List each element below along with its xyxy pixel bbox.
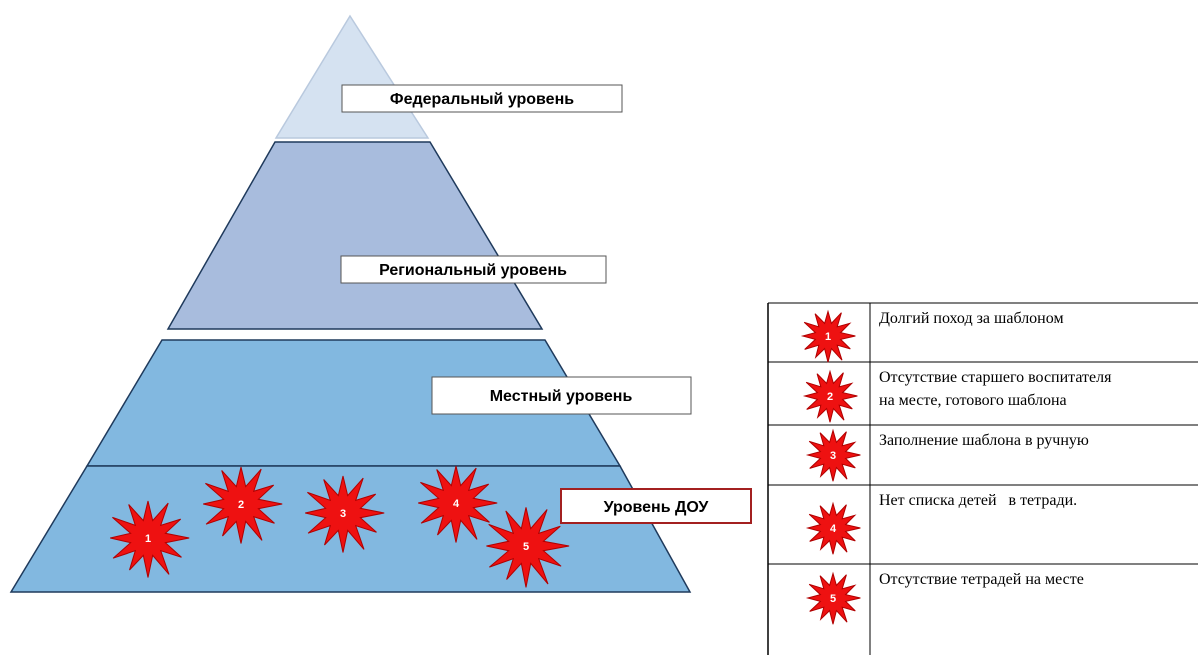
dou-level-label: Уровень ДОУ <box>560 488 752 524</box>
star-number: 3 <box>340 508 346 520</box>
star-icon <box>486 507 570 588</box>
legend-star-4: 4 <box>805 501 861 555</box>
legend-text: на месте, готового шаблона <box>879 392 1067 409</box>
legend-star-3: 3 <box>805 428 861 482</box>
legend-star-1: 1 <box>800 309 856 363</box>
star-icon <box>305 475 385 553</box>
regional-tier <box>166 141 544 330</box>
pyramid-stars: 1 2 3 4 5 <box>110 465 570 588</box>
local-level-label: Местный уровень <box>431 376 692 415</box>
star-number: 5 <box>830 593 836 605</box>
legend-row: 1 Долгий поход за шаблоном <box>800 309 1064 363</box>
federal-tier <box>274 14 430 139</box>
star-icon <box>418 465 498 543</box>
legend-row: 4 Нет списка детей в тетради. <box>805 492 1077 555</box>
star-number: 1 <box>825 331 831 343</box>
star-icon <box>805 501 861 555</box>
star-icon <box>802 369 858 423</box>
legend-text: Долгий поход за шаблоном <box>879 310 1064 327</box>
dou-level-text: Уровень ДОУ <box>604 499 710 516</box>
star-number: 1 <box>145 533 151 545</box>
star-icon <box>800 309 856 363</box>
legend-table: 1 Долгий поход за шаблоном 2 Отсутствие ста… <box>767 302 1198 655</box>
star-number: 2 <box>238 499 244 511</box>
pyramid-star-2: 2 <box>203 466 283 544</box>
pyramid-star-4: 4 <box>418 465 498 543</box>
regional-level-text: Региональный уровень <box>379 262 567 279</box>
star-icon <box>110 500 190 578</box>
star-icon <box>805 428 861 482</box>
legend-row: 5 Отсутствие тетрадей на месте <box>805 571 1084 625</box>
star-number: 2 <box>827 391 833 403</box>
star-icon <box>805 571 861 625</box>
star-number: 3 <box>830 450 836 462</box>
star-number: 4 <box>830 523 837 535</box>
legend-row: 2 Отсутствие старшего воспитателя на месте… <box>802 369 1112 423</box>
legend-star-2: 2 <box>802 369 858 423</box>
star-icon <box>203 466 283 544</box>
federal-level-text: Федеральный уровень <box>390 91 574 108</box>
legend-text: Отсутствие тетрадей на месте <box>879 571 1084 588</box>
legend-text: Отсутствие старшего воспитателя <box>879 369 1112 386</box>
star-number: 5 <box>523 541 529 553</box>
legend-text: Нет списка детей в тетради. <box>879 492 1077 509</box>
legend-row: 3 Заполнение шаблона в ручную <box>805 428 1089 482</box>
star-number: 4 <box>453 498 460 510</box>
regional-level-label: Региональный уровень <box>340 255 607 284</box>
local-level-text: Местный уровень <box>490 388 633 405</box>
pyramid-star-5: 5 <box>486 507 570 588</box>
federal-level-label: Федеральный уровень <box>341 84 623 113</box>
legend-star-5: 5 <box>805 571 861 625</box>
pyramid-star-3: 3 <box>305 475 385 553</box>
pyramid-star-1: 1 <box>110 500 190 578</box>
legend-text: Заполнение шаблона в ручную <box>879 432 1089 449</box>
